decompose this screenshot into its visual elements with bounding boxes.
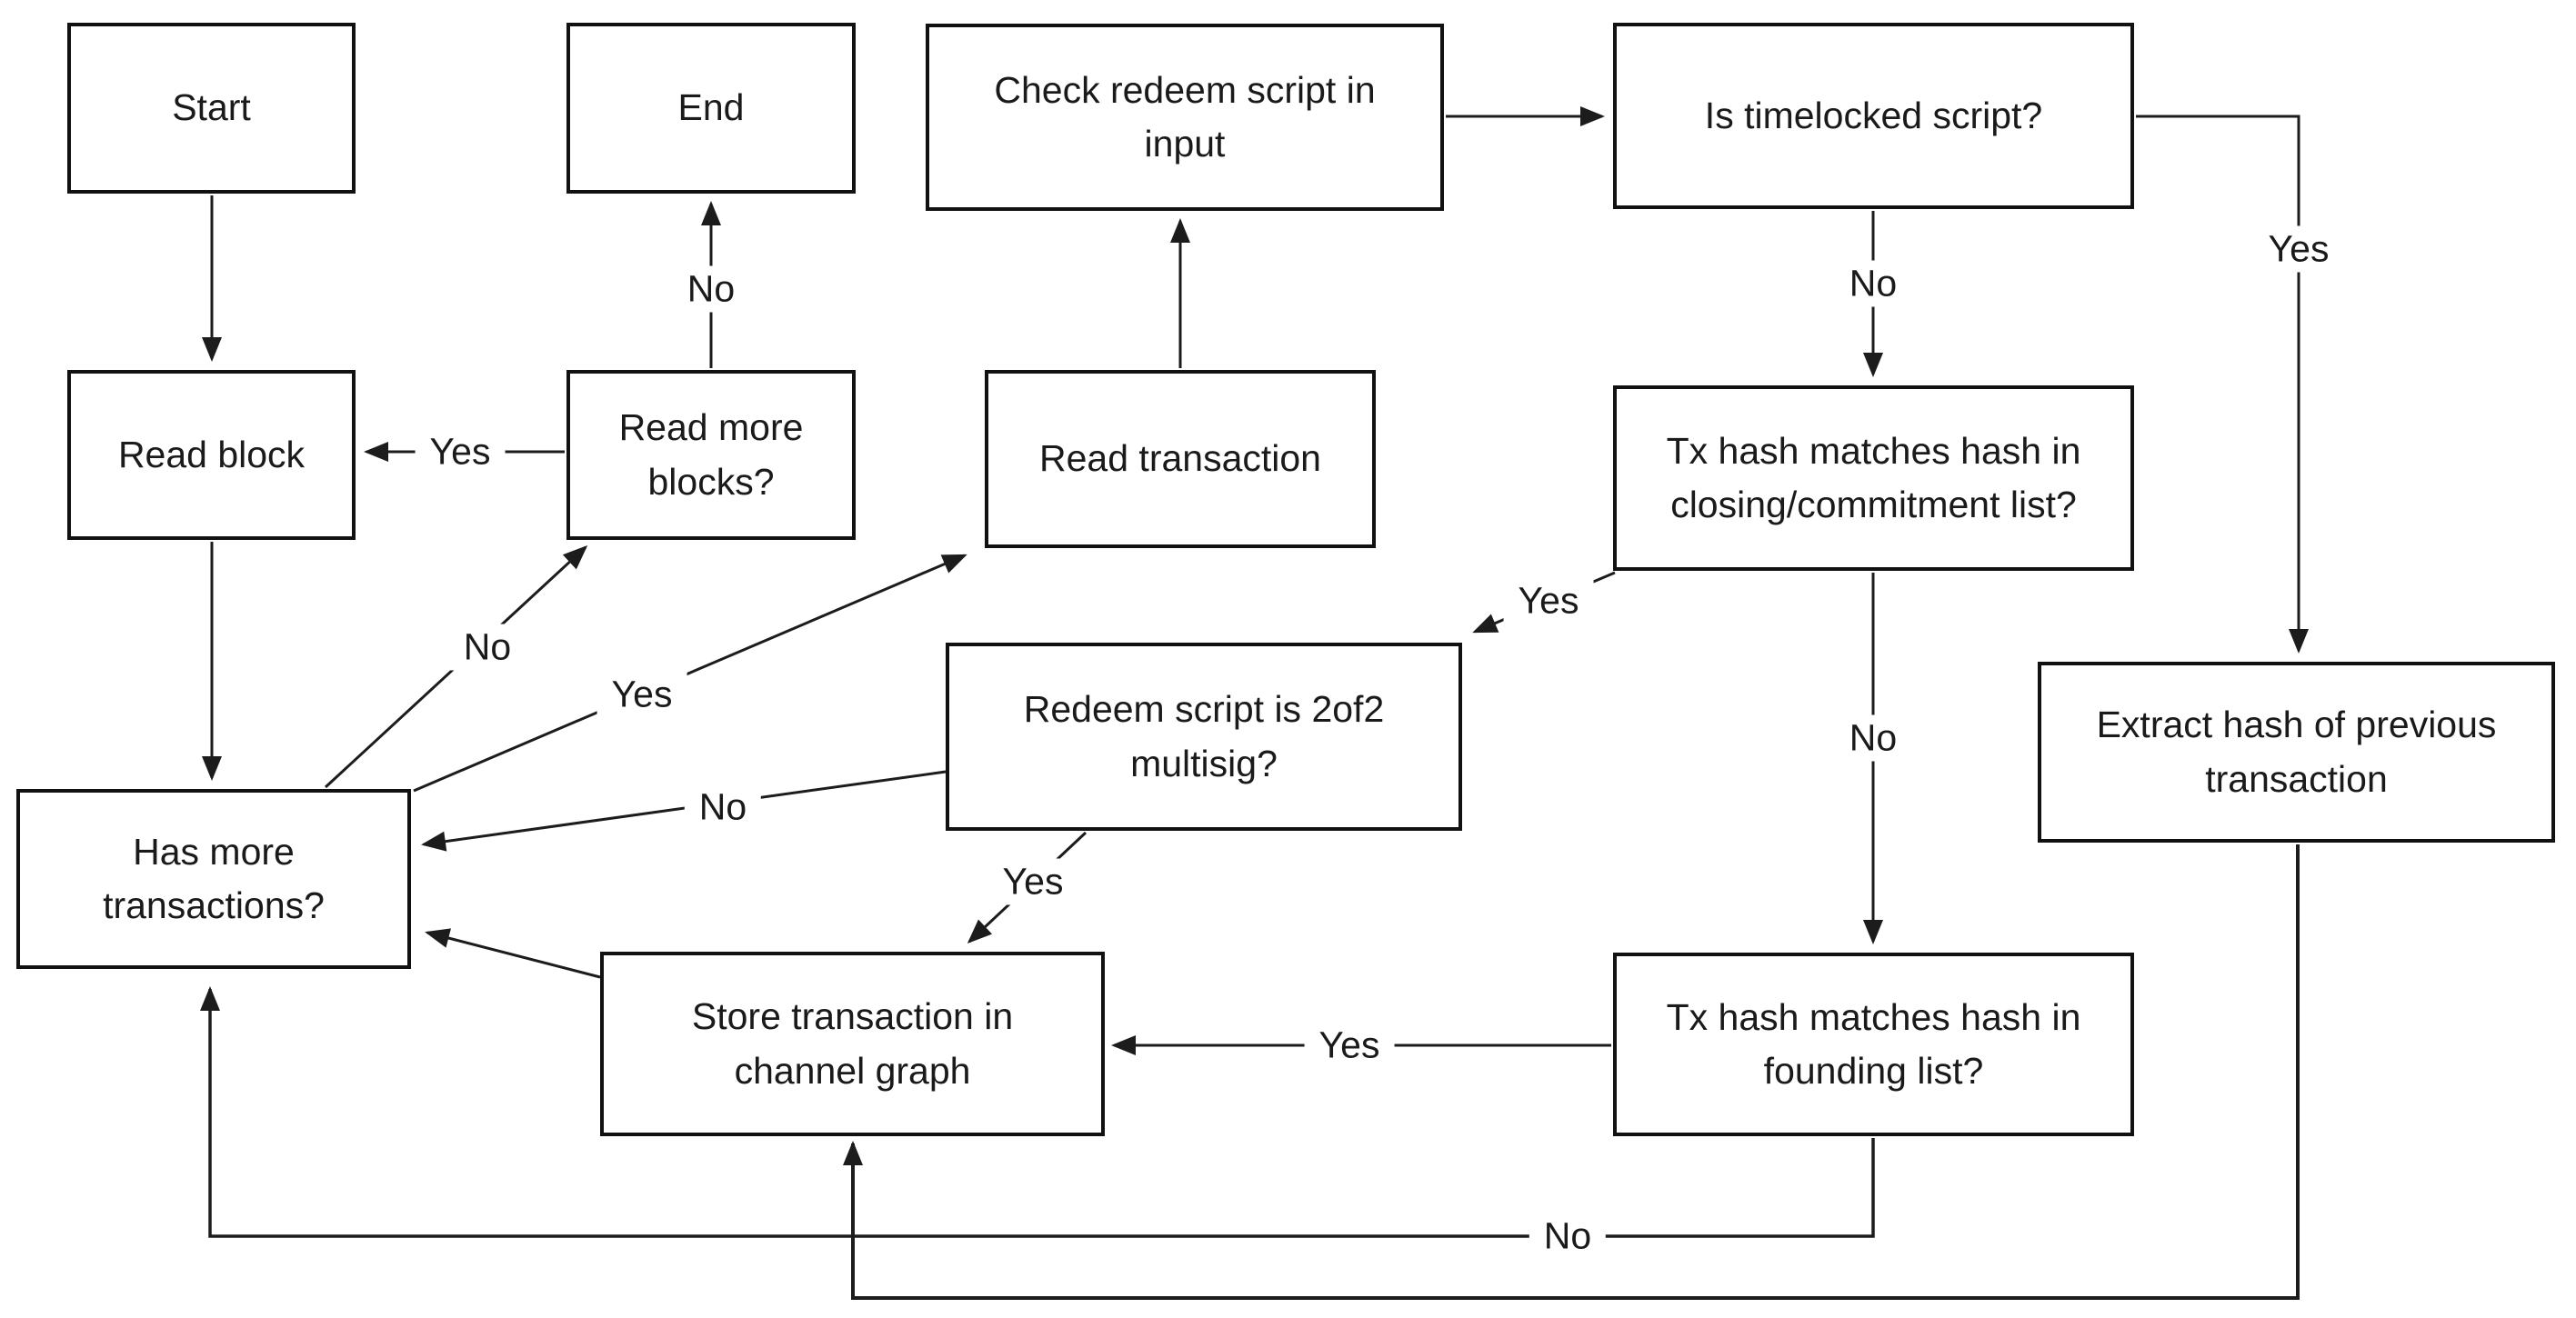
- node-start: Start: [67, 23, 356, 194]
- edge-label-timelocked-to-extract: Yes: [2253, 225, 2344, 273]
- edge-label-founding-to-store: Yes: [1304, 1022, 1395, 1069]
- edge-label-has-more-to-read-more: No: [448, 624, 526, 671]
- edge-store-to-has-more: [425, 928, 601, 979]
- edge-label-has-more-to-read-transaction: Yes: [596, 671, 687, 718]
- node-has-more-transactions: Has more transactions?: [16, 789, 411, 969]
- edge-label-founding-to-has-more: No: [1529, 1213, 1607, 1260]
- node-is-timelocked: Is timelocked script?: [1613, 23, 2134, 209]
- node-end: End: [566, 23, 856, 194]
- edge-label-closing-to-founding: No: [1834, 714, 1912, 762]
- node-read-more-blocks: Read more blocks?: [566, 370, 856, 540]
- node-store-transaction: Store transaction in channel graph: [600, 952, 1105, 1136]
- node-redeem-2of2: Redeem script is 2of2 multisig?: [946, 643, 1462, 831]
- node-extract-hash: Extract hash of previous transaction: [2038, 662, 2555, 843]
- edge-label-read-more-to-end: No: [672, 265, 750, 313]
- node-read-block: Read block: [67, 370, 356, 540]
- edge-label-redeem-to-has-more: No: [684, 784, 762, 831]
- node-closing-commitment-list: Tx hash matches hash in closing/commitme…: [1613, 385, 2134, 571]
- edge-founding-to-has-more: [200, 986, 1875, 1238]
- edge-label-read-more-to-read-block: Yes: [415, 428, 506, 475]
- edge-extract-to-store: [843, 844, 2300, 1300]
- edge-label-redeem-to-store: Yes: [987, 858, 1078, 905]
- node-check-redeem-script: Check redeem script in input: [926, 24, 1444, 211]
- edge-has-more-to-read-transaction: [413, 554, 967, 793]
- edge-is-timelocked-to-extract: [2136, 115, 2309, 654]
- node-founding-list: Tx hash matches hash in founding list?: [1613, 953, 2134, 1136]
- edge-label-closing-to-redeem: Yes: [1503, 577, 1594, 624]
- edge-label-timelocked-to-closing: No: [1834, 260, 1912, 307]
- node-read-transaction: Read transaction: [985, 370, 1376, 548]
